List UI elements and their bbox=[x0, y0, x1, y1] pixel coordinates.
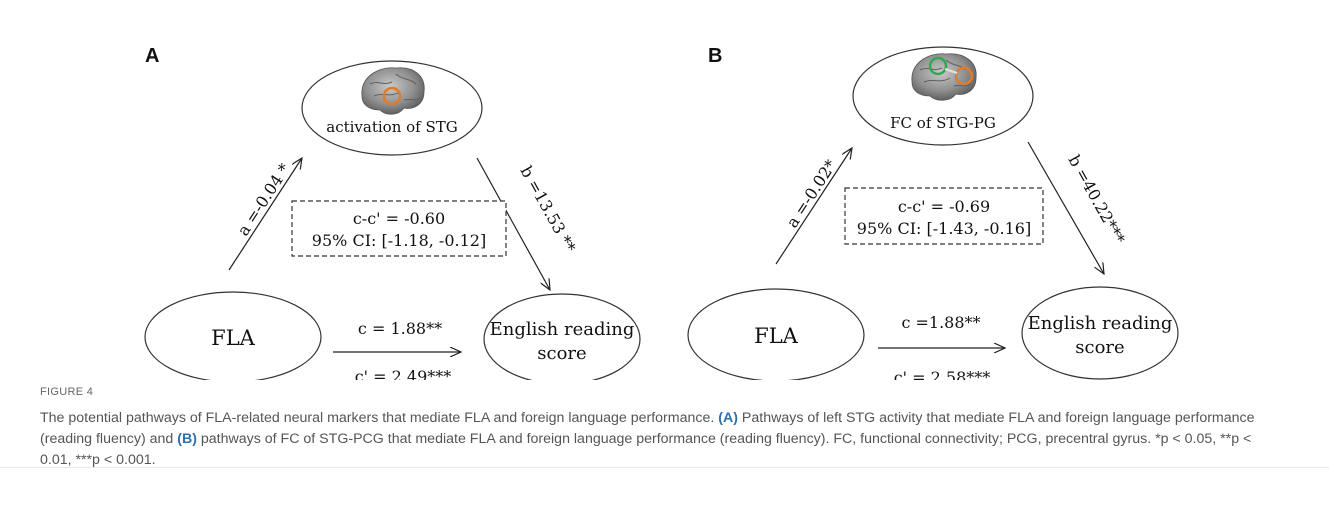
connectivity-link bbox=[944, 68, 958, 74]
panel-a: A activation of STG FLA English reading … bbox=[144, 45, 641, 380]
panel-b-letter: B bbox=[708, 45, 722, 67]
outcome-label-a-line2: score bbox=[537, 343, 586, 364]
panel-a-letter: A bbox=[145, 45, 159, 67]
path-c-prime-label: c' = 2.58*** bbox=[894, 368, 991, 380]
caption-b-text: pathways of FC of STG-PCG that mediate F… bbox=[40, 431, 1252, 468]
caption-intro: The potential pathways of FLA-related ne… bbox=[40, 410, 715, 426]
caption-a-marker[interactable]: (A) bbox=[718, 410, 738, 426]
path-b-arrow bbox=[1027, 141, 1104, 274]
outcome-label-b-line2: score bbox=[1075, 337, 1124, 358]
mediator-label-b: FC of STG-PG bbox=[890, 114, 996, 132]
outcome-ellipse-b bbox=[1021, 286, 1179, 380]
indirect-line2-a: 95% CI: [-1.18, -0.12] bbox=[312, 231, 486, 250]
indirect-line2-b: 95% CI: [-1.43, -0.16] bbox=[857, 219, 1031, 238]
path-a-arrow bbox=[775, 148, 852, 265]
panel-b: B FC of STG-PG FLA English reading score… bbox=[687, 45, 1179, 380]
path-c-label: c = 1.88** bbox=[358, 319, 442, 338]
path-c-prime-label: c' = 2.49*** bbox=[355, 367, 452, 380]
figure-caption: The potential pathways of FLA-related ne… bbox=[40, 408, 1280, 471]
path-a-label: a =-0.04 * bbox=[233, 160, 294, 239]
stg-roi-marker bbox=[954, 66, 974, 86]
predictor-label-a: FLA bbox=[211, 326, 256, 350]
mediator-label-a: activation of STG bbox=[326, 118, 457, 136]
predictor-label-b: FLA bbox=[754, 324, 799, 348]
indirect-line1-a: c-c' = -0.60 bbox=[353, 209, 445, 228]
path-a-arrow bbox=[228, 158, 302, 271]
outcome-label-a-line1: English reading bbox=[490, 319, 635, 340]
figure-label: FIGURE 4 bbox=[40, 386, 94, 398]
indirect-effect-box-b bbox=[844, 187, 1044, 245]
mediation-diagram: A activation of STG FLA English reading … bbox=[144, 45, 1179, 380]
predictor-ellipse-a bbox=[144, 291, 322, 380]
indirect-effect-box-a bbox=[291, 200, 507, 257]
figure-frame bbox=[0, 467, 1329, 468]
path-b-label: b =13.53 ** bbox=[517, 163, 580, 256]
brain-icon bbox=[361, 67, 425, 115]
path-b-label: b =40.22*** bbox=[1065, 152, 1129, 247]
caption-b-marker[interactable]: (B) bbox=[177, 431, 197, 447]
outcome-ellipse-a bbox=[483, 293, 641, 380]
stg-roi-marker bbox=[382, 86, 402, 106]
path-a-label: a =-0.02* bbox=[782, 156, 840, 231]
path-c-label: c =1.88** bbox=[901, 313, 980, 332]
indirect-line1-b: c-c' = -0.69 bbox=[898, 197, 990, 216]
predictor-ellipse-b bbox=[687, 288, 865, 380]
pcg-roi-marker bbox=[928, 56, 948, 76]
caption-a-text: Pathways of left STG activity that media… bbox=[40, 410, 1255, 447]
outcome-label-b-line1: English reading bbox=[1028, 313, 1173, 334]
path-b-arrow bbox=[476, 157, 550, 290]
